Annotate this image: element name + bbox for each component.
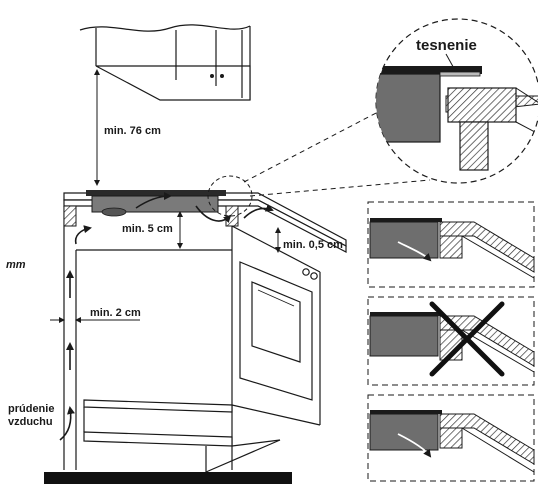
leader-line-1 [243,111,379,183]
label-seal: tesnenie [416,37,477,54]
kitchen-unit [63,192,347,473]
detail-panel-correct-bottom [367,394,535,482]
label-airflow-1: prúdenie [8,403,54,415]
airflow-arrows-gap [59,270,75,441]
cross-icon [429,301,505,377]
label-min-5: min. 5 cm [122,223,173,235]
label-unit-mm: mm [6,259,26,271]
label-min-2: min. 2 cm [90,307,141,319]
wall-cabinet [79,24,251,101]
floor [44,472,292,484]
left-support [63,205,77,227]
detail-panel-incorrect [367,296,535,386]
airflow-arrows-hob [74,192,274,245]
leader-line-2 [249,179,431,197]
hob [86,190,226,217]
label-min-76: min. 76 cm [104,125,161,137]
label-min-05: min. 0,5 cm [283,239,343,251]
label-airflow-2: vzduchu [8,416,53,428]
detail-panel-correct-top [367,201,535,288]
seal-detail-circle [375,18,538,184]
